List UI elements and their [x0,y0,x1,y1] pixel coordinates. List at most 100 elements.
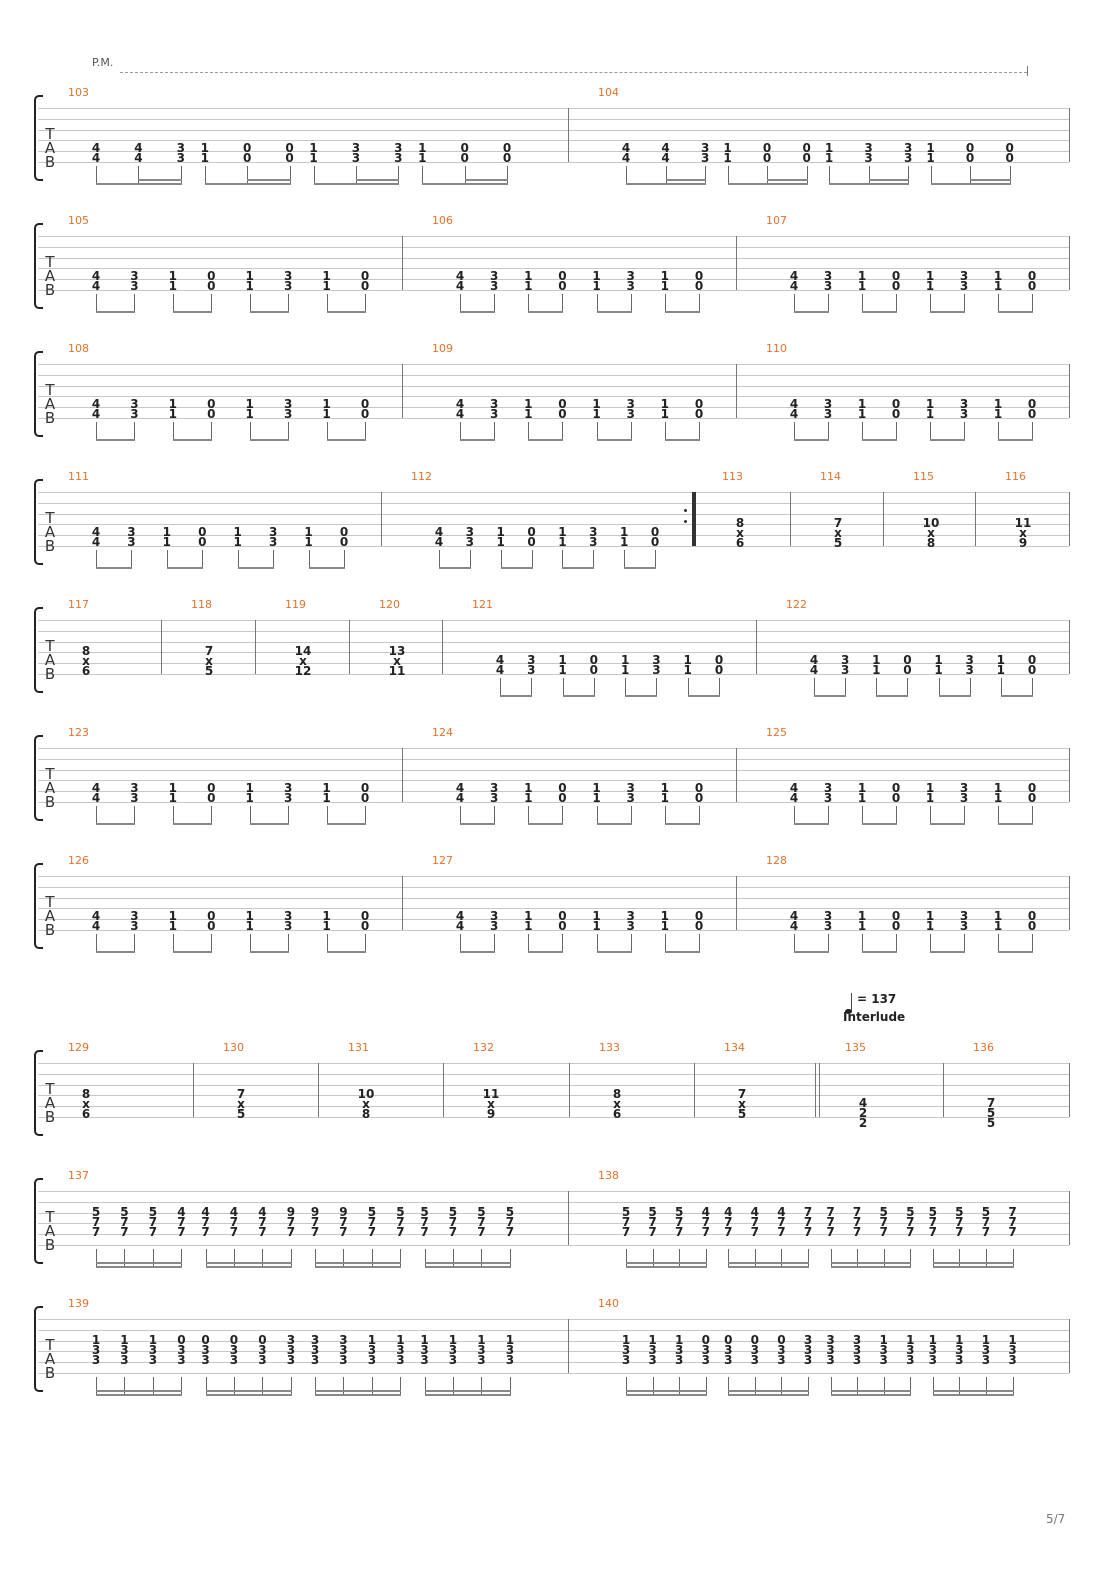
beam [313,183,400,185]
barline [883,492,884,546]
fret-number: 3 [928,1353,937,1367]
fret-number: 3 [489,909,499,923]
page-number: 5/7 [1046,1512,1066,1526]
fret-number: 1 [322,279,331,293]
note-stem [96,166,97,184]
beam [247,179,291,181]
fret-number: 1 [162,535,172,549]
staff-line [38,151,1069,153]
note-stem [371,1249,373,1267]
fret-number: 3 [621,1353,631,1367]
tab-clef-letter: T [45,509,55,527]
staff-line [38,1106,1069,1108]
fret-number: 9 [339,1205,348,1219]
fret-number: 5 [879,1205,888,1219]
note-stem [494,422,496,440]
fret-number: 1 [660,397,670,411]
note-stem [754,1377,756,1395]
fret-number: 0 [1027,269,1037,283]
fret-number: 9 [286,1205,296,1219]
fret-number: 3 [258,1353,267,1367]
measure-number: 114 [820,470,841,483]
fret-number: 7 [91,1215,101,1229]
beam [998,439,1033,441]
fret-number: 1 [245,919,254,933]
note-stem [828,422,829,440]
fret-number: 1 [322,919,331,933]
fret-number: 3 [626,781,635,795]
beam [626,1390,707,1392]
fret-number: 1 [993,909,1003,923]
barline [1069,748,1070,802]
fret-number: 3 [879,1353,888,1367]
beam [932,1266,1014,1268]
note-stem [528,422,530,440]
note-stem [528,934,530,952]
fret-number: 4 [789,781,799,795]
fret-number: 7 [396,1215,405,1229]
fret-number: 0 [198,535,207,549]
measure-number: 110 [766,342,787,355]
note-stem [172,806,174,824]
system-brace [34,607,43,693]
fret-number: 1 [309,141,318,155]
fret-number: 0 [360,269,370,283]
fret-number: 3 [489,269,499,283]
note-stem [728,1249,730,1267]
fret-number: 6 [81,664,91,678]
fret-number: 7 [981,1225,991,1239]
fret-number: x [299,654,307,668]
fret-number: 0 [558,909,567,923]
fret-number: 7 [148,1225,158,1239]
beam [970,179,1011,181]
fret-number: 3 [527,653,536,667]
note-stem [1032,422,1033,440]
beam [664,951,700,953]
note-stem [857,1249,859,1267]
fret-number: 3 [965,653,974,667]
fret-number: 0 [694,397,704,411]
beam [96,183,182,185]
note-stem [507,166,509,184]
staff-line [38,118,1069,120]
fret-number: 4 [91,397,101,411]
palm-mute-dashed-line [120,72,1027,73]
fret-number: 4 [455,909,465,923]
fret-number: 0 [750,1333,759,1347]
fret-number: 7 [803,1205,813,1219]
fret-number: 7 [648,1215,657,1229]
staff-line [38,407,1069,409]
barline [568,1191,569,1245]
fret-number: 0 [891,269,901,283]
fret-number: 3 [959,909,969,923]
measure-number: 120 [379,598,400,611]
fret-number: 1 [993,407,1003,421]
fret-number: 0 [339,535,349,549]
fret-number: 5 [906,1205,915,1219]
fret-number: 4 [91,407,101,421]
barline [1069,620,1070,674]
barline [756,620,757,674]
beam [249,311,290,313]
fret-number: 4 [91,781,101,795]
beam [794,311,829,313]
repeat-dot [684,509,687,512]
fret-number: 5 [674,1205,684,1219]
measure-number: 124 [432,726,453,739]
beam [626,1394,707,1396]
fret-number: 5 [448,1205,458,1219]
beam [96,1262,183,1264]
fret-number: 4 [258,1205,267,1219]
fret-number: 5 [986,1116,996,1130]
note-stem [728,1377,730,1395]
fret-number: 3 [589,535,598,549]
note-stem [211,294,213,312]
note-stem [460,934,461,952]
note-stem [932,1377,934,1395]
beam [96,311,136,313]
measure-number: 134 [724,1041,745,1054]
fret-number: 7 [505,1225,515,1239]
fret-number: 1 [993,791,1003,805]
fret-number: 3 [1008,1343,1017,1357]
tab-clef-letter: A [44,1222,56,1240]
